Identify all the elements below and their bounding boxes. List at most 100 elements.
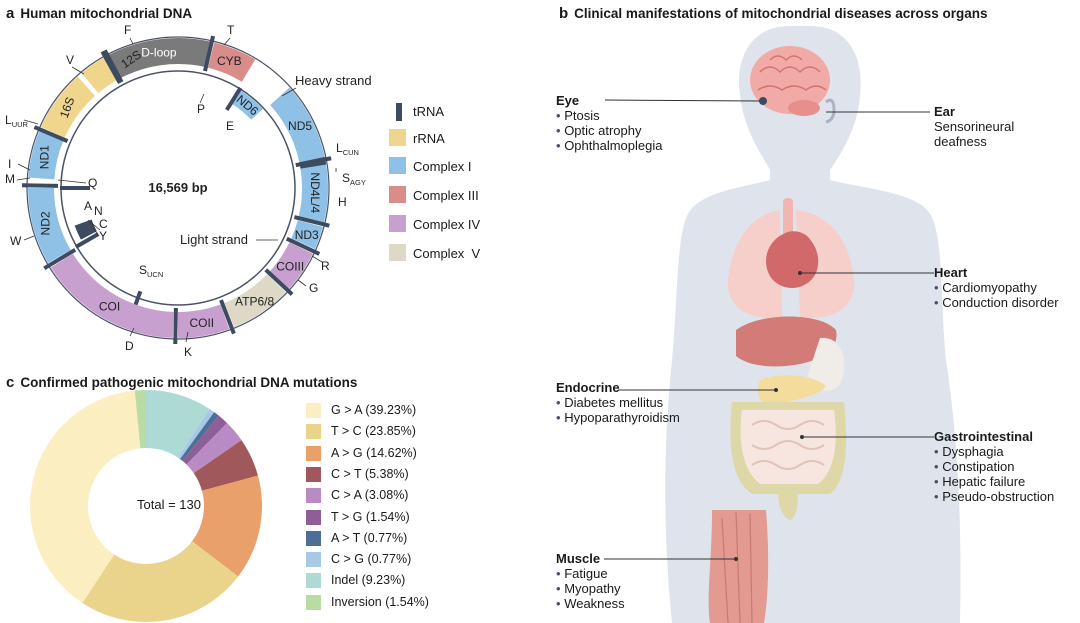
legend-complex3-label: Complex III (413, 188, 479, 203)
trna-label: P (197, 102, 205, 116)
endocrine-item: • Hypoparathyroidism (556, 410, 680, 425)
muscle-title: Muscle (556, 551, 601, 566)
trna-label: T (227, 23, 235, 37)
donut-slice-c-g (177, 408, 215, 460)
ear-title: Ear (934, 104, 955, 119)
donut-slice-c-t (193, 440, 258, 491)
gene-segment (28, 129, 64, 180)
heart-group: Heart • Cardiomyopathy • Conduction diso… (934, 265, 1059, 310)
trna-marker (203, 35, 216, 72)
gene-segment (105, 38, 212, 80)
ear-group: Ear Sensorineural deafness (934, 104, 1014, 149)
heavy-strand-leader (281, 87, 297, 97)
brain-organ (750, 46, 830, 116)
trna-leader (185, 331, 189, 343)
trna-marker (293, 215, 330, 228)
legend-label: C > A (3.08%) (331, 488, 409, 503)
ear-item: deafness (934, 134, 987, 149)
trna-label: C (99, 217, 108, 231)
trna-leader (23, 119, 39, 125)
mutation-donut-chart (29, 390, 262, 622)
legend-swatch (306, 552, 321, 568)
trna-marker (299, 156, 327, 169)
trna-label: A (84, 199, 92, 213)
gene-segment (207, 42, 256, 82)
trna-leader (91, 223, 99, 237)
legend-swatch (306, 530, 321, 546)
light-strand-label: Light strand (180, 232, 248, 247)
liver-organ (736, 316, 837, 367)
gene-label: D-loop (141, 45, 177, 59)
gene-segment (28, 188, 71, 263)
gi-item: • Pseudo-obstruction (934, 489, 1055, 504)
trna-marker (173, 307, 178, 345)
muscle-item: • Weakness (556, 596, 625, 611)
donut-slice-inversion (134, 390, 146, 449)
eye-item: • Ophthalmoplegia (556, 138, 663, 153)
legend-swatch (306, 573, 321, 589)
legend-swatch (306, 445, 321, 461)
trna-leader (297, 279, 307, 287)
legend-label: C > T (5.38%) (331, 466, 409, 481)
panel-c-title: c Confirmed pathogenic mitochondrial DNA … (6, 374, 357, 391)
trna-leader (17, 163, 31, 171)
gi-item: • Constipation (934, 459, 1015, 474)
trna-label: Y (99, 229, 107, 243)
panel-a-title: a Human mitochondrial DNA (6, 5, 192, 22)
panel-c-title-text: Confirmed pathogenic mitochondrial DNA m… (20, 375, 358, 390)
eye-title: Eye (556, 93, 580, 108)
donut-slice-a-g (192, 475, 262, 577)
trna-label: H (338, 195, 347, 209)
trna-label: I (8, 157, 11, 171)
legend-complex5-label: Complex V (413, 246, 481, 261)
gene-label: ND5 (288, 119, 312, 133)
eye-item: • Optic atrophy (556, 123, 642, 138)
trna-leader (311, 255, 323, 263)
eye-item: • Ptosis (556, 108, 600, 123)
legend-complex1-swatch (389, 157, 406, 174)
gene-label: COI (99, 300, 120, 314)
heart-item: • Conduction disorder (934, 295, 1059, 310)
trna-label: N (94, 204, 103, 218)
heart-title: Heart (934, 265, 968, 280)
legend-label: Inversion (1.54%) (331, 594, 429, 609)
legend-label: A > G (14.62%) (331, 445, 417, 460)
trna-label: F (124, 23, 131, 37)
legend-label: G > A (39.23%) (331, 403, 417, 417)
trna-label: V (66, 53, 74, 67)
trna-marker (225, 86, 243, 112)
gene-label: 16S (57, 95, 77, 120)
trna-leader (129, 37, 134, 45)
legend-swatch (306, 509, 321, 525)
trna-leader (223, 37, 231, 46)
legend-label: Indel (9.23%) (331, 573, 406, 588)
trna-marker (219, 299, 236, 335)
trna-label: W (10, 234, 22, 248)
trna-leader (16, 177, 31, 181)
panel-b-letter: b (559, 5, 569, 22)
trna-cluster (74, 219, 97, 240)
gene-segment-inner (232, 90, 263, 120)
trna-marker (43, 248, 77, 271)
donut-slice-t-g (182, 415, 228, 465)
trna-marker (33, 125, 69, 143)
legend-swatch (306, 403, 321, 418)
gene-segment (50, 253, 174, 338)
small-intestine (740, 410, 836, 484)
ear-item: Sensorineural (934, 119, 1015, 134)
panel-a-letter: a (6, 5, 15, 22)
trna-label: M (5, 172, 15, 186)
legend-rrna-swatch (389, 129, 406, 146)
gene-label: ND3 (295, 228, 319, 242)
mtdna-circle-diagram: D-loopCYBND5ND4L/4ND3COIIIATP6/8COIICOIN… (5, 23, 372, 359)
legend-complex5-swatch (389, 244, 406, 261)
trna-marker (21, 183, 59, 188)
trna-label: K (184, 345, 192, 359)
trna-leader (199, 93, 205, 104)
panel-a-title-text: Human mitochondrial DNA (20, 6, 193, 21)
heart-organ (766, 231, 819, 288)
panel-c-letter: c (6, 374, 15, 391)
stomach-organ (808, 337, 845, 391)
legend-swatch (306, 488, 321, 504)
trna-leader (129, 327, 135, 337)
